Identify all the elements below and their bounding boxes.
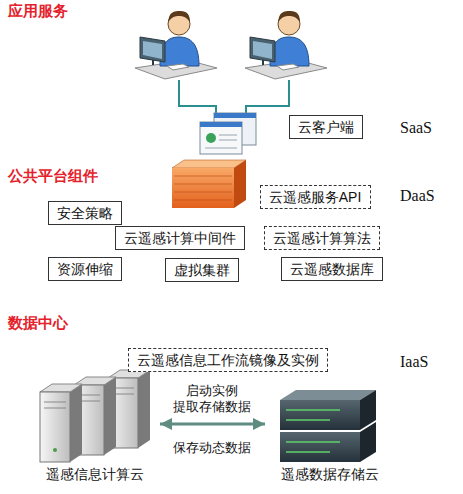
component-box: 云遥感计算中间件 (115, 226, 245, 250)
user-figure (245, 11, 327, 79)
layer-tag: SaaS (400, 118, 432, 137)
component-label: 云遥感计算中间件 (124, 230, 236, 247)
layer-tag: IaaS (400, 352, 428, 371)
component-box: 云遥感服务API (260, 185, 371, 209)
network-line (246, 80, 289, 114)
layer-oval (4, 328, 456, 494)
device-group: 遥感数据存储云 (265, 378, 395, 486)
component-label: 安全策略 (57, 205, 113, 222)
component-label: 云遥感服务API (269, 189, 362, 206)
component-box: 云遥感信息工作流镜像及实例 (128, 348, 328, 372)
data-flow-arrow (160, 423, 265, 426)
component-label: 虚拟集群 (174, 262, 230, 279)
component-label: 云客户端 (298, 119, 354, 136)
device-group: 遥感信息计算云 (30, 372, 160, 486)
component-label: 遥感数据存储云 (281, 466, 379, 483)
layer-band: 公共平台组件云遥感服务API 安全策略云遥感计算中间件 云遥感计算算法资源伸缩 虚拟集… (0, 165, 463, 313)
server-icon (172, 160, 246, 208)
component-box: 云遥感数据库 (281, 257, 383, 281)
component-label: 云遥感信息工作流镜像及实例 (137, 352, 319, 369)
component-box: 资源伸缩 (48, 257, 122, 281)
user-figure (135, 11, 217, 79)
layer-ring (49, 346, 411, 477)
component-box: 虚拟集群 (165, 258, 239, 282)
component-box: 云客户端 (289, 115, 363, 139)
component-label: 资源伸缩 (57, 261, 113, 278)
layer-oval (0, 0, 463, 165)
layer-tag: DaaS (400, 186, 435, 205)
component-box: 云遥感计算算法 (264, 226, 380, 250)
component-box: 安全策略 (48, 201, 122, 225)
storage-units (280, 390, 376, 462)
component-label: 云遥感数据库 (290, 261, 374, 278)
client-window-icon (200, 113, 256, 154)
layer-oval (0, 163, 451, 311)
arrow-label: 保存动态数据 (173, 440, 251, 456)
layer-ring (44, 179, 406, 294)
layer-oval (10, 4, 454, 160)
layer-heading: 应用服务 (8, 2, 68, 20)
edge-label: 启动实例 提取存储数据 (170, 383, 256, 416)
layer-ring (54, 21, 409, 143)
network-line (179, 80, 216, 114)
compute-servers (40, 370, 150, 462)
component-label: 遥感信息计算云 (46, 466, 144, 483)
layer-heading: 数据中心 (8, 314, 68, 332)
component-label: 云遥感计算算法 (273, 230, 371, 247)
layer-heading: 公共平台组件 (8, 167, 98, 185)
layer-band: 应用服务云客户端 (0, 0, 463, 165)
